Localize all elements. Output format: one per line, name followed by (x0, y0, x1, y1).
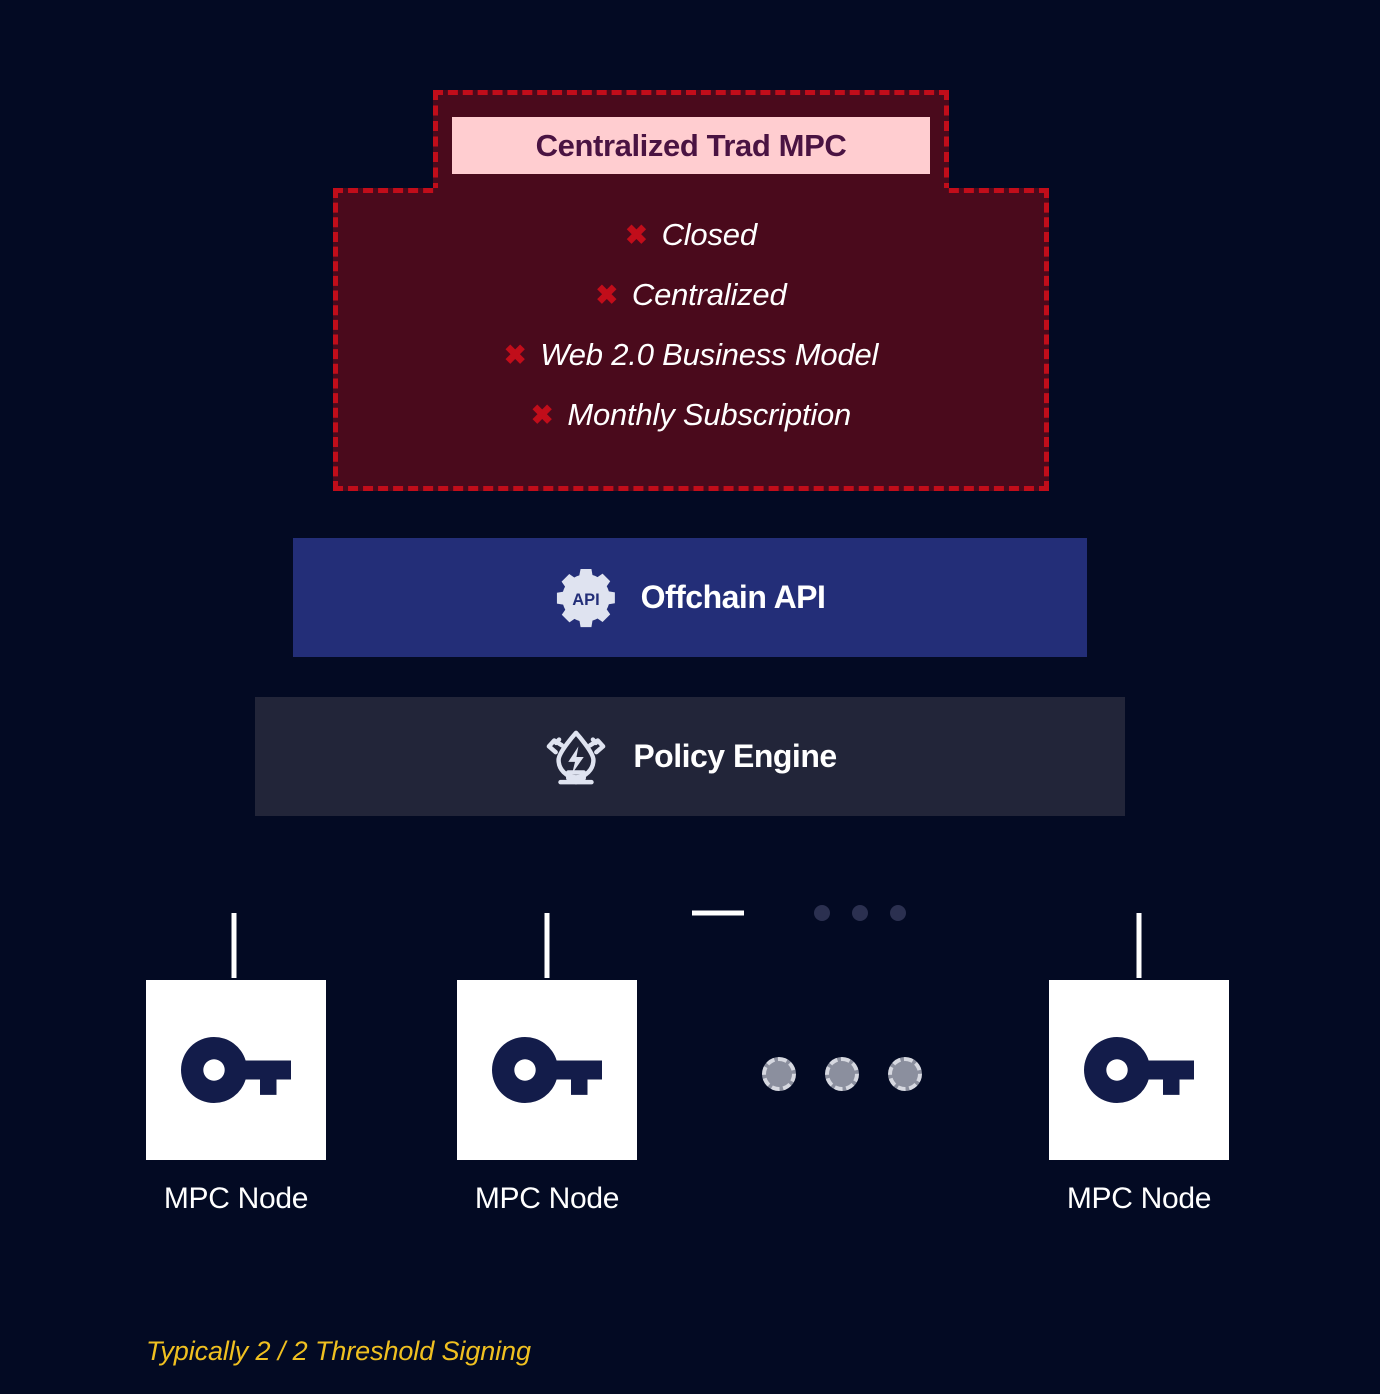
mpc-node-box (1049, 980, 1229, 1160)
key-icon (181, 1037, 291, 1103)
mpc-node-label: MPC Node (1066, 1182, 1212, 1215)
policy-engine-label: Policy Engine (633, 738, 837, 774)
mpc-node-box (457, 980, 637, 1160)
centralized-mpc-panel: Centralized Trad MPC ✖ Closed ✖ Centrali… (0, 0, 1380, 500)
feature-label: Web 2.0 Business Model (540, 337, 879, 372)
svg-text:API: API (572, 590, 599, 608)
api-gear-icon: API (556, 568, 615, 627)
mpc-node-label: MPC Node (474, 1182, 620, 1215)
panel-body-frame (333, 188, 1049, 491)
policy-engine-bar[interactable]: Policy Engine (255, 697, 1125, 816)
key-icon (492, 1037, 602, 1103)
connector-dot (852, 905, 868, 921)
offchain-api-bar[interactable]: API Offchain API (293, 538, 1087, 657)
mpc-node-1[interactable]: MPC Node (146, 980, 326, 1216)
cross-icon: ✖ (625, 219, 648, 250)
ellipsis-dot (825, 1057, 859, 1091)
cross-icon: ✖ (503, 339, 527, 370)
policy-engine-icon (547, 730, 606, 784)
feature-label: Centralized (631, 277, 787, 312)
feature-list: ✖ Closed ✖ Centralized ✖ Web 2.0 Busines… (333, 205, 1049, 445)
mpc-node-2[interactable]: MPC Node (457, 980, 637, 1216)
ellipsis-dot (888, 1057, 922, 1091)
feature-item: ✖ Centralized (595, 265, 786, 325)
mpc-node-3[interactable]: MPC Node (1049, 980, 1229, 1216)
mpc-node-label: MPC Node (163, 1182, 309, 1215)
feature-item: ✖ Closed (625, 205, 757, 265)
connector-dot (890, 905, 906, 921)
connector-dot (814, 905, 830, 921)
cross-icon: ✖ (595, 279, 618, 310)
cross-icon: ✖ (530, 399, 554, 430)
feature-item: ✖ Web 2.0 Business Model (503, 325, 879, 385)
key-icon (1084, 1037, 1194, 1103)
feature-label: Closed (661, 217, 757, 252)
nodes-ellipsis (762, 1053, 922, 1095)
panel-seam (438, 184, 944, 198)
feature-item: ✖ Monthly Subscription (531, 385, 851, 445)
threshold-signing-footnote: Typically 2 / 2 Threshold Signing (146, 1336, 531, 1366)
panel-title: Centralized Trad MPC (452, 117, 930, 174)
mpc-node-box (146, 980, 326, 1160)
ellipsis-dot (762, 1057, 796, 1091)
connector-tree (231, 848, 1142, 978)
offchain-api-label: Offchain API (640, 579, 826, 615)
feature-label: Monthly Subscription (567, 397, 852, 432)
